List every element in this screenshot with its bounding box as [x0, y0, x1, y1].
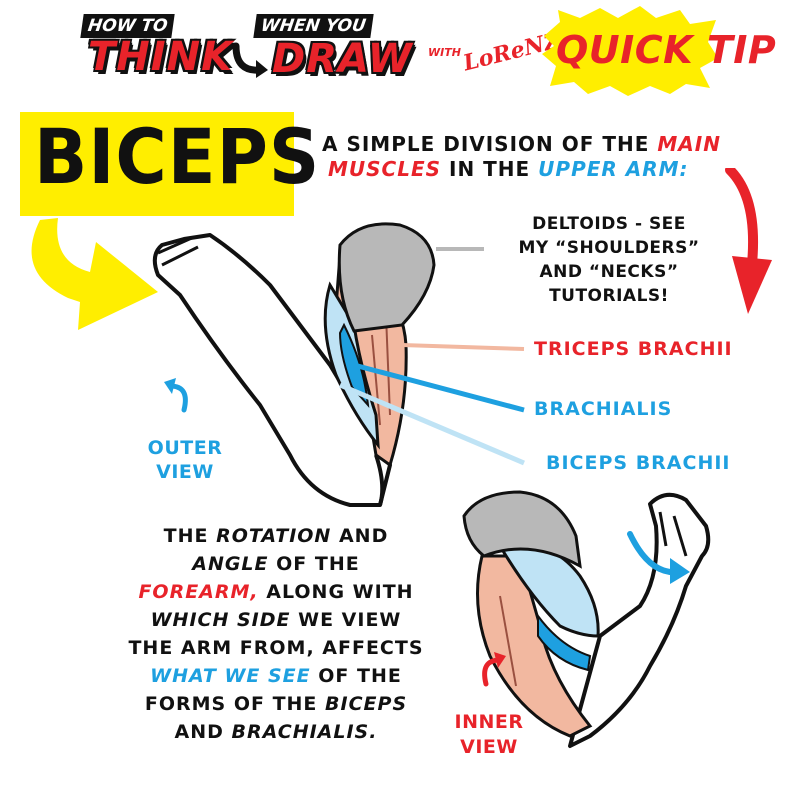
intro-line2-upper-arm: UPPER ARM:: [538, 157, 689, 181]
label-triceps: TRICEPS BRACHII: [534, 338, 733, 360]
para-forearm: FOREARM,: [138, 581, 259, 603]
deltoids-line4: TUTORIALS!: [549, 286, 669, 306]
intro-line1-a: A SIMPLE DIVISION OF THE: [322, 132, 650, 156]
explanation-paragraph: THE ROTATION AND ANGLE OF THE FOREARM, A…: [120, 522, 432, 746]
para-which-side: WHICH SIDE: [150, 609, 291, 631]
para-of-the: OF THE: [276, 553, 360, 575]
intro-line1-main: MAIN: [657, 132, 721, 156]
intro-line2-in-the: IN THE: [449, 157, 531, 181]
deltoids-line2: MY “SHOULDERS”: [518, 238, 700, 258]
para-forms-of-the: FORMS OF THE: [144, 693, 318, 715]
para-biceps: BICEPS: [325, 693, 408, 715]
red-arrow-icon: [725, 168, 772, 314]
quick-tip-burst: [542, 6, 718, 96]
para-angle: ANGLE: [192, 553, 269, 575]
series-logo: HOW TO THINK WHEN YOU DRAW: [80, 10, 420, 90]
intro-line2-muscles: MUSCLES: [328, 157, 442, 181]
para-and-2: AND: [174, 721, 224, 743]
para-we-view: WE VIEW: [298, 609, 402, 631]
inner-view-label: INNER VIEW: [444, 710, 534, 760]
logo-arrow-icon: [232, 42, 268, 78]
para-line5: THE ARM FROM, AFFECTS: [128, 637, 424, 659]
intro-text: A SIMPLE DIVISION OF THE MAIN MUSCLES IN…: [322, 132, 782, 182]
para-rotation: ROTATION: [216, 525, 332, 547]
para-the: THE: [163, 525, 209, 547]
logo-think: THINK: [88, 34, 234, 80]
logo-when-you: WHEN YOU: [253, 14, 374, 38]
deltoids-line1: DELTOIDS - SEE: [532, 214, 686, 234]
outer-view-arrow-icon: [164, 378, 188, 413]
yellow-arrow-icon: [31, 218, 158, 330]
title-box: [20, 112, 294, 216]
outer-view-label: OUTER VIEW: [142, 436, 228, 484]
quick-tip-label: QUICK TIP: [556, 28, 777, 72]
para-of-the-2: OF THE: [318, 665, 402, 687]
para-brachialis: BRACHIALIS.: [231, 721, 378, 743]
label-biceps: BICEPS BRACHII: [546, 452, 731, 474]
para-and: AND: [338, 525, 389, 547]
inner-view-line2: VIEW: [460, 736, 518, 758]
inner-view-line1: INNER: [454, 711, 524, 733]
inner-arm-illustration: [462, 490, 711, 748]
label-brachialis: BRACHIALIS: [534, 398, 673, 420]
with-label: WITH: [428, 46, 461, 59]
deltoids-line3: AND “NECKS”: [539, 262, 679, 282]
para-along-with: ALONG WITH: [266, 581, 414, 603]
inner-view-arrow-icon: [482, 652, 506, 687]
para-what-we-see: WHAT WE SEE: [150, 665, 311, 687]
deltoids-note: DELTOIDS - SEE MY “SHOULDERS” AND “NECKS…: [494, 212, 724, 308]
page-title: BICEPS: [34, 112, 321, 202]
outer-view-line2: VIEW: [156, 461, 214, 483]
logo-draw: DRAW: [272, 36, 413, 82]
outer-arm-illustration: [152, 222, 525, 507]
outer-view-line1: OUTER: [147, 437, 223, 459]
